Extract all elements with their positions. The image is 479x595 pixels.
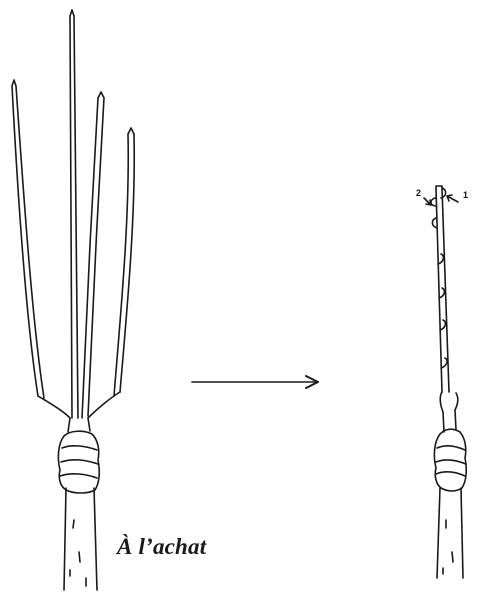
bud-label-1: 1 bbox=[463, 190, 468, 200]
trunk-after bbox=[437, 488, 440, 578]
pruned-leader bbox=[436, 188, 442, 392]
bud-label-2: 2 bbox=[416, 188, 421, 198]
bud-2-pointer bbox=[424, 198, 431, 205]
trunk-before bbox=[64, 488, 66, 590]
transition-arrow bbox=[192, 376, 318, 388]
shoot-2 bbox=[70, 16, 72, 418]
tree-before-pruning bbox=[12, 10, 134, 590]
shoot-4 bbox=[120, 134, 134, 392]
caption: À l’achat bbox=[117, 534, 206, 560]
bud-1-pointer bbox=[447, 195, 458, 202]
shoot-1 bbox=[12, 86, 38, 396]
tree-after-pruning bbox=[424, 186, 466, 578]
